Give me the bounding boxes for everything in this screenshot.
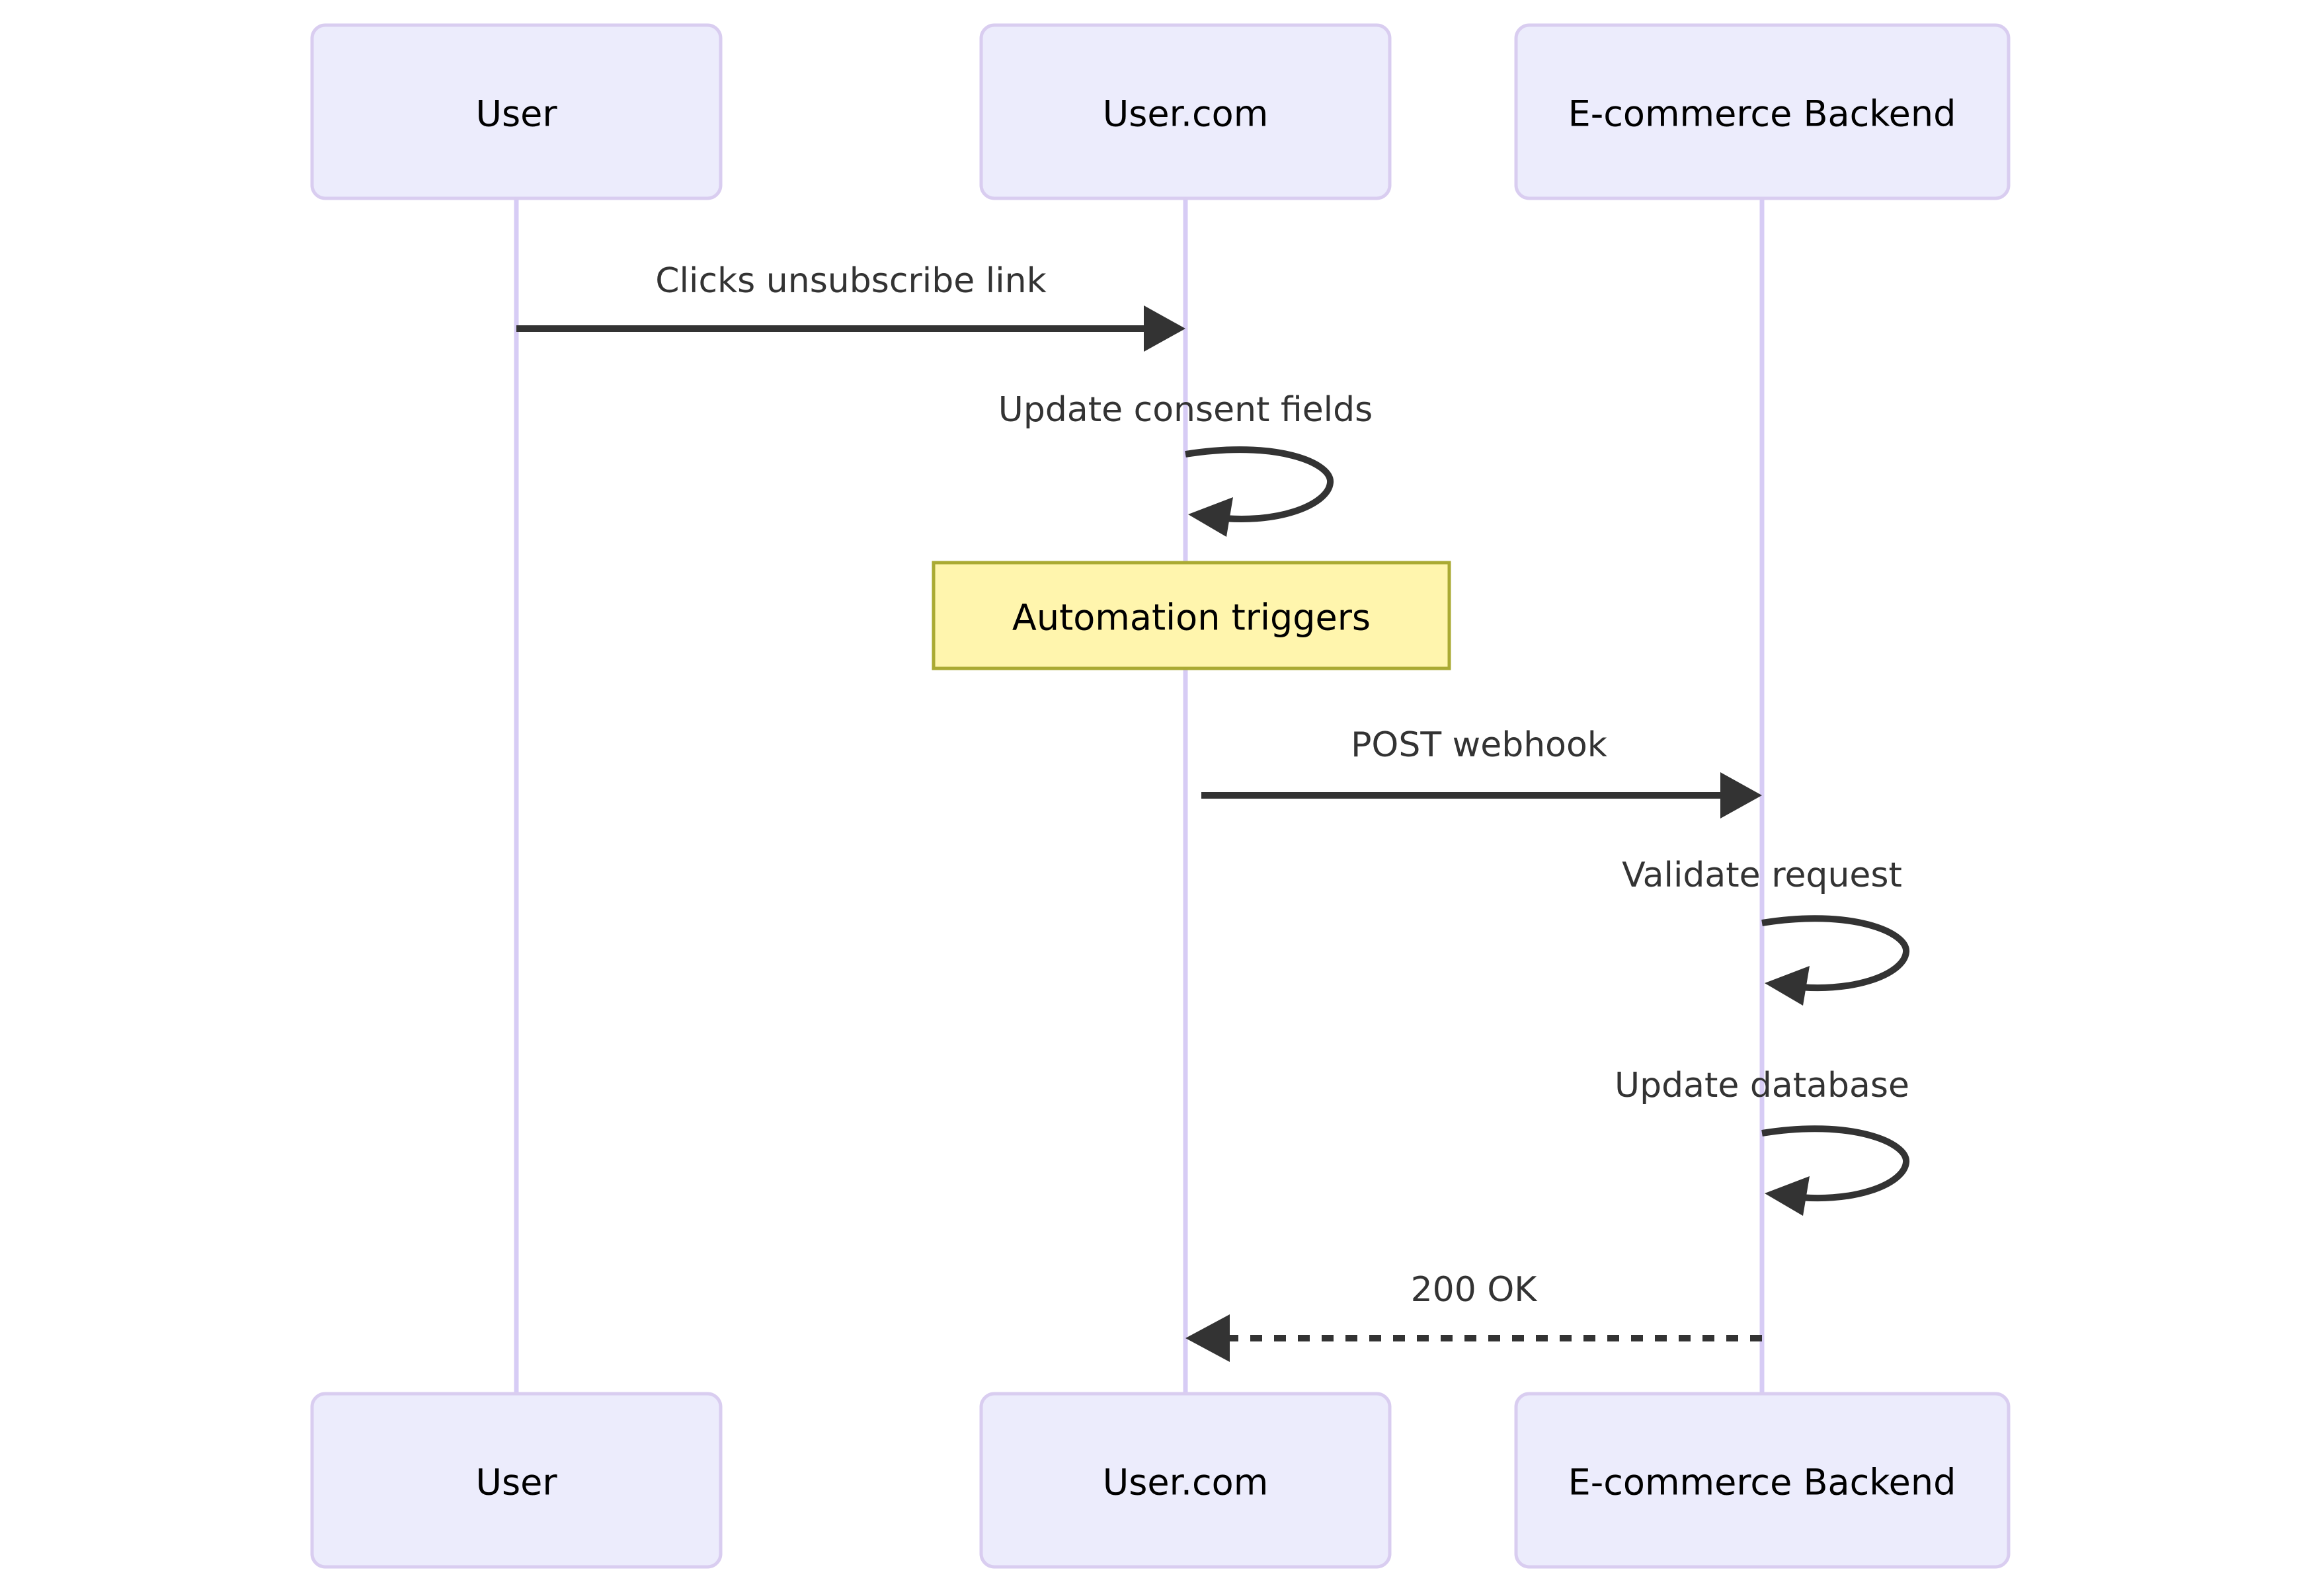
message-5-arrowhead (1765, 1176, 1810, 1216)
actor-label-ecommerce-bottom: E-commerce Backend (1568, 1462, 1956, 1503)
message-3-label: POST webhook (1351, 725, 1607, 765)
actor-label-ecommerce-top: E-commerce Backend (1568, 93, 1956, 135)
message-2-update-consent-fields[interactable]: Update consent fields (998, 390, 1373, 537)
actor-footer-user[interactable]: User (310, 1392, 723, 1569)
actor-header-user[interactable]: User (310, 23, 723, 200)
actor-header-usercom[interactable]: User.com (979, 23, 1392, 200)
actor-label-usercom-top: User.com (1103, 93, 1269, 135)
message-1-clicks-unsubscribe-link[interactable]: Clicks unsubscribe link (516, 261, 1185, 352)
message-5-label: Update database (1615, 1066, 1909, 1105)
message-3-arrowhead (1720, 772, 1762, 818)
message-2-arrowhead (1188, 497, 1233, 537)
message-4-label: Validate request (1622, 856, 1902, 895)
message-6-arrowhead (1185, 1314, 1230, 1362)
message-1-label: Clicks unsubscribe link (655, 261, 1047, 301)
actor-label-user-top: User (475, 93, 557, 135)
actor-label-usercom-bottom: User.com (1103, 1462, 1269, 1503)
actor-header-ecommerce[interactable]: E-commerce Backend (1514, 23, 2011, 200)
message-4-arrowhead (1765, 966, 1810, 1006)
actor-box-usercom-top[interactable] (979, 23, 1392, 200)
actor-box-user-bottom[interactable] (310, 1392, 723, 1569)
message-5-update-database[interactable]: Update database (1615, 1066, 1909, 1216)
actor-label-user-bottom: User (475, 1462, 557, 1503)
actor-box-ecommerce-top[interactable] (1514, 23, 2011, 200)
actor-box-ecommerce-bottom[interactable] (1514, 1392, 2011, 1569)
message-6-label: 200 OK (1411, 1270, 1539, 1310)
actor-box-user-top[interactable] (310, 23, 723, 200)
message-6-200-ok[interactable]: 200 OK (1185, 1270, 1762, 1362)
message-4-self-loop (1761, 915, 1909, 991)
message-2-self-loop (1185, 446, 1334, 522)
actor-box-usercom-bottom[interactable] (979, 1392, 1392, 1569)
note-automation-triggers[interactable]: Automation triggers (932, 561, 1451, 670)
note-box-automation[interactable] (932, 561, 1451, 670)
note-label-automation: Automation triggers (1012, 597, 1371, 639)
lifelines (514, 200, 1765, 1394)
actor-footer-ecommerce[interactable]: E-commerce Backend (1514, 1392, 2011, 1569)
message-5-self-loop (1761, 1125, 1909, 1201)
actor-footer-usercom[interactable]: User.com (979, 1392, 1392, 1569)
message-1-arrowhead (1144, 305, 1185, 352)
message-2-label: Update consent fields (998, 390, 1373, 430)
message-4-validate-request[interactable]: Validate request (1622, 856, 1909, 1006)
message-3-post-webhook[interactable]: POST webhook (1201, 725, 1762, 818)
